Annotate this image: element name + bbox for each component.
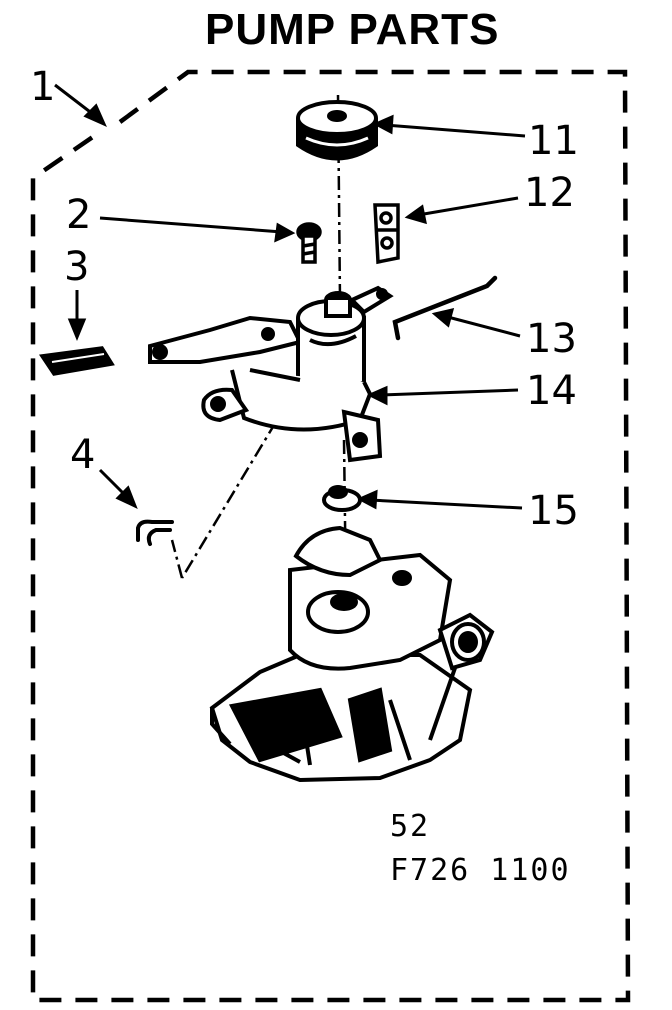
callout-1: 1 bbox=[30, 64, 55, 110]
callout-14: 14 bbox=[526, 368, 577, 414]
callout-2: 2 bbox=[66, 192, 91, 238]
leader-lines bbox=[54, 83, 526, 510]
part-2-screw bbox=[296, 222, 322, 264]
part-15-washer bbox=[322, 485, 362, 512]
callout-12: 12 bbox=[524, 170, 575, 216]
pump-housing bbox=[209, 525, 495, 783]
callout-3: 3 bbox=[64, 244, 89, 290]
diagram-code-line-1: 52 bbox=[390, 809, 430, 844]
diagram-code-line-2: F726 1100 bbox=[390, 853, 571, 888]
part-13-wire-rod bbox=[392, 275, 498, 341]
page-title: PUMP PARTS bbox=[205, 5, 500, 54]
part-4-spring-clip bbox=[136, 519, 174, 546]
part-14-pump-bracket bbox=[148, 285, 394, 463]
callout-13: 13 bbox=[526, 316, 577, 362]
callout-labels: 1 2 3 4 11 12 13 14 15 bbox=[30, 64, 579, 534]
assembly-boundary-frame bbox=[30, 69, 631, 1003]
part-12-clip bbox=[373, 203, 400, 265]
diagram-code: 52 F726 1100 bbox=[390, 809, 571, 888]
part-3-pad bbox=[38, 346, 115, 376]
callout-4: 4 bbox=[70, 432, 95, 478]
callout-11: 11 bbox=[528, 118, 579, 164]
callout-15: 15 bbox=[528, 488, 579, 534]
part-11-coupling bbox=[296, 100, 378, 161]
